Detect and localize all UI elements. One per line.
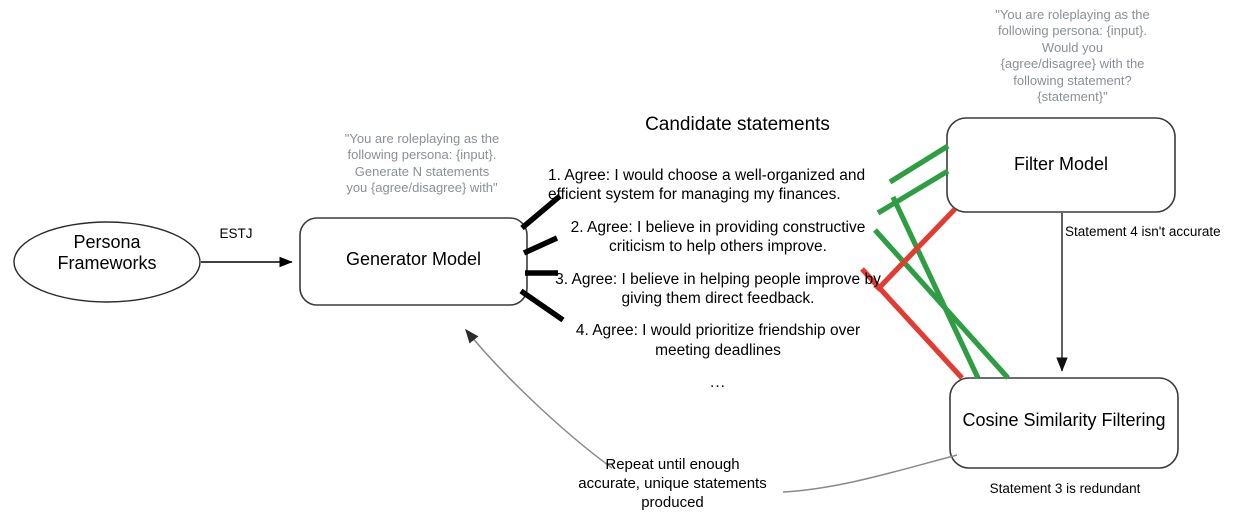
- filter-model-label: Filter Model: [1013, 154, 1109, 174]
- edge-label-estj: ESTJ: [219, 226, 253, 241]
- edge-statement-1-to-cosine: [873, 228, 1010, 380]
- edge-label-repeat-loop: Repeat until enough accurate, unique sta…: [578, 456, 767, 512]
- persona-frameworks-label: Persona Frameworks: [57, 232, 157, 274]
- candidate-statement-item: 3. Agree: I believe in helping people im…: [555, 270, 881, 307]
- candidate-statement-item: 2. Agree: I believe in providing constru…: [570, 218, 866, 256]
- edge-label-statement-3-redundant: Statement 3 is redundant: [989, 481, 1141, 496]
- generator-model-label: Generator Model: [345, 249, 482, 269]
- generator-prompt-note: "You are roleplaying as the following pe…: [344, 131, 500, 196]
- edge-label-statement-4-inaccurate: Statement 4 isn't accurate: [1065, 224, 1221, 239]
- candidate-statements-ellipsis: ...: [710, 374, 726, 391]
- filter-prompt-note: "You are roleplaying as the following pe…: [995, 7, 1150, 104]
- cosine-similarity-label: Cosine Similarity Filtering: [962, 410, 1166, 430]
- candidate-statements-list: 1. Agree: I would choose a well-organize…: [548, 166, 888, 405]
- feedback-curve-right: [782, 454, 958, 493]
- candidate-statement-item: 4. Agree: I would prioritize friendship …: [575, 322, 861, 359]
- edge-statement-1-to-filter: [888, 143, 950, 185]
- edge-statement-3-rejected: [875, 207, 957, 292]
- edge-statement-2-to-filter: [876, 168, 950, 216]
- candidate-statement-item: 1. Agree: I would choose a well-organize…: [548, 167, 866, 204]
- candidate-statements-title: Candidate statements: [645, 114, 830, 135]
- edge-statement-2-to-cosine: [890, 195, 981, 380]
